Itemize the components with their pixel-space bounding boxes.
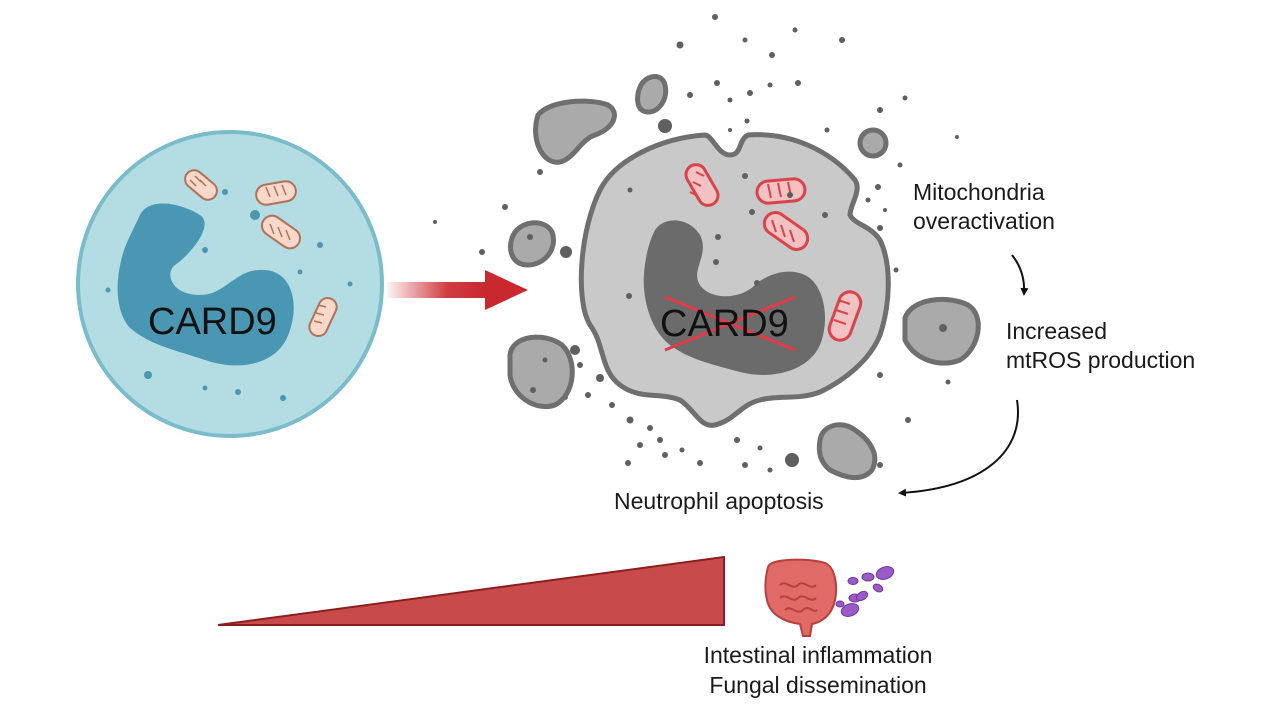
progression-arrow-icon <box>387 270 528 310</box>
healthy-neutrophil-icon <box>76 130 384 438</box>
outcome-apoptosis-label: Neutrophil apoptosis <box>614 488 824 514</box>
deficient-card9-label: CARD9 <box>660 303 789 345</box>
mitochondrion-icon <box>755 177 807 205</box>
step-mitochondria-line2: overactivation <box>913 208 1055 234</box>
apoptotic-body-icon <box>507 334 575 409</box>
apoptotic-neutrophil-icon <box>433 14 981 480</box>
consequence-inflammation-label: Intestinal inflammation <box>703 642 933 668</box>
arrow-to-mtros-icon <box>1011 254 1029 296</box>
mitochondrion-icon <box>308 297 338 337</box>
granules <box>105 189 353 401</box>
apoptotic-body-icon <box>902 296 981 366</box>
step-mtros-line1: Increased <box>1006 318 1108 344</box>
fungi-icon <box>835 566 895 617</box>
mitochondrion-icon <box>684 163 720 207</box>
mitochondrion-icon <box>762 211 810 251</box>
mitochondrion-icon <box>184 169 218 201</box>
intestine-icon <box>764 558 838 637</box>
apoptotic-body-icon <box>508 220 556 268</box>
apoptotic-body-icon <box>816 422 878 480</box>
healthy-nucleus <box>117 203 294 366</box>
red-cross-icon <box>664 295 796 352</box>
apoptotic-body-icon <box>635 74 669 115</box>
step-mitochondria-line1: Mitochondria <box>913 179 1045 205</box>
mitochondrion-icon <box>827 290 863 342</box>
mitochondrion-icon <box>260 214 302 250</box>
step-mtros-line2: mtROS production <box>1006 347 1196 373</box>
consequence-dissemination-label: Fungal dissemination <box>709 672 927 698</box>
arrow-to-apoptosis-icon <box>898 399 1019 497</box>
apoptotic-nucleus <box>643 220 825 375</box>
apoptotic-cell-body <box>578 132 891 428</box>
apoptotic-body-icon <box>857 127 889 159</box>
mitochondrion-icon <box>255 180 297 206</box>
apoptotic-body-icon <box>533 98 617 165</box>
healthy-card9-label: CARD9 <box>148 301 277 343</box>
increase-wedge-icon <box>217 555 725 626</box>
